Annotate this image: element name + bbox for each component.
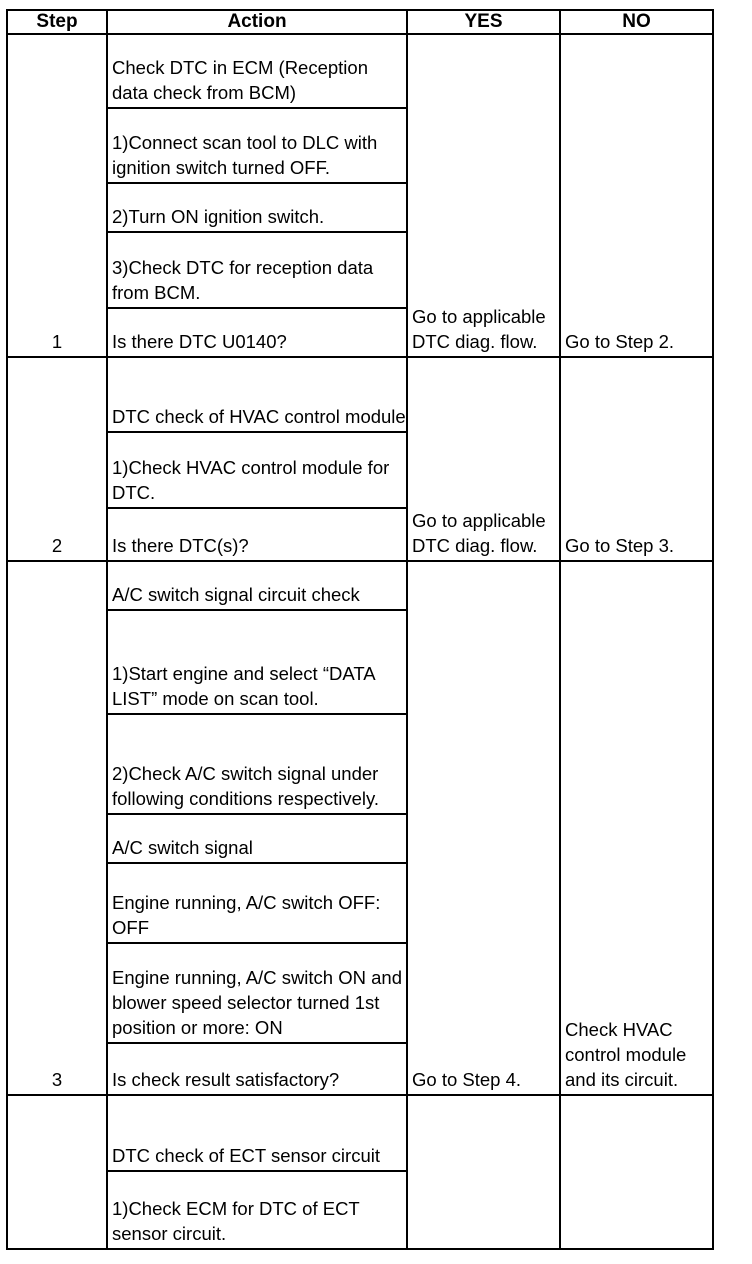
action-divider (106, 431, 408, 433)
action-cell: DTC check of HVAC control module (112, 406, 406, 427)
table-border-right (712, 9, 714, 1250)
action-divider (106, 942, 408, 944)
yes-cell (408, 1096, 559, 1248)
step-number: 2 (51, 535, 63, 556)
yes-cell: Go to applicable DTC diag. flow. (412, 510, 546, 556)
action-divider (106, 609, 408, 611)
action-cell: 1)Check ECM for DTC of ECT sensor circui… (112, 1198, 360, 1244)
header-yes: YES (464, 11, 503, 32)
header-divider (6, 33, 714, 35)
yes-cell: Go to applicable DTC diag. flow. (412, 306, 546, 352)
yes-cell: Go to Step 4. (412, 1069, 522, 1090)
column-divider-yes-no (559, 9, 561, 1250)
action-divider (106, 713, 408, 715)
action-cell: A/C switch signal (112, 837, 253, 858)
header-step: Step (36, 11, 78, 32)
action-cell: Engine running, A/C switch OFF: OFF (112, 892, 381, 938)
action-cell: Is there DTC U0140? (112, 331, 287, 352)
no-cell: Go to Step 2. (565, 331, 675, 352)
action-cell: Is check result satisfactory? (112, 1069, 340, 1090)
no-cell: Check HVAC control module and its circui… (565, 1019, 687, 1090)
action-cell: Check DTC in ECM (Reception data check f… (112, 57, 368, 103)
action-divider (106, 507, 408, 509)
column-divider-step-action (106, 9, 108, 1250)
action-divider (106, 862, 408, 864)
action-divider (106, 231, 408, 233)
table-border-top (6, 9, 714, 11)
action-cell: 2)Check A/C switch signal under followin… (112, 763, 380, 809)
action-cell: A/C switch signal circuit check (112, 584, 360, 605)
action-cell: 3)Check DTC for reception data from BCM. (112, 257, 374, 303)
action-divider (106, 107, 408, 109)
action-cell: 2)Turn ON ignition switch. (112, 206, 325, 227)
header-action: Action (227, 11, 287, 32)
no-cell (561, 1096, 712, 1248)
table-border-bottom (6, 1248, 714, 1250)
action-divider (106, 1042, 408, 1044)
step-number: 3 (51, 1069, 63, 1090)
step-divider-1 (6, 356, 714, 358)
action-cell: 1)Connect scan tool to DLC with ignition… (112, 132, 378, 178)
action-divider (106, 813, 408, 815)
action-cell: DTC check of ECT sensor circuit (112, 1145, 380, 1166)
step-number: 1 (51, 331, 63, 352)
action-cell: Engine running, A/C switch ON and blower… (112, 967, 402, 1038)
step-divider-2 (6, 560, 714, 562)
action-cell: 1)Start engine and select “DATA LIST” mo… (112, 663, 375, 709)
table-border-left (6, 9, 8, 1250)
no-cell: Go to Step 3. (565, 535, 675, 556)
action-divider (106, 1170, 408, 1172)
column-divider-action-yes (406, 9, 408, 1250)
action-cell: 1)Check HVAC control module for DTC. (112, 457, 390, 503)
action-cell: Is there DTC(s)? (112, 535, 249, 556)
step-divider-3 (6, 1094, 714, 1096)
header-no: NO (622, 11, 651, 32)
action-divider (106, 182, 408, 184)
step-number (8, 1096, 106, 1248)
action-divider (106, 307, 408, 309)
